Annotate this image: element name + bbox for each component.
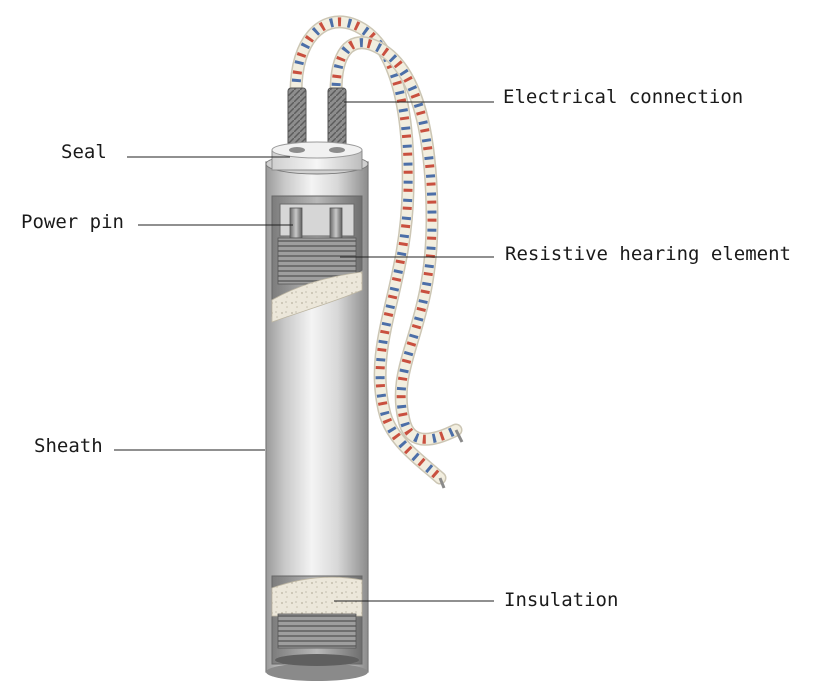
power-pin-right	[330, 208, 342, 238]
label-seal: Seal	[61, 143, 107, 162]
label-insulation: Insulation	[504, 591, 618, 610]
lower-cutaway	[272, 576, 362, 666]
power-pin-left	[290, 208, 302, 238]
label-electrical-connection: Electrical connection	[503, 88, 743, 107]
label-sheath: Sheath	[34, 437, 103, 456]
seal-cap	[272, 142, 362, 170]
label-resistive-element: Resistive hearing element	[505, 245, 791, 264]
label-power-pin: Power pin	[21, 213, 124, 232]
pin-sleeves	[288, 88, 346, 150]
resistive-coil-lower	[278, 614, 356, 648]
